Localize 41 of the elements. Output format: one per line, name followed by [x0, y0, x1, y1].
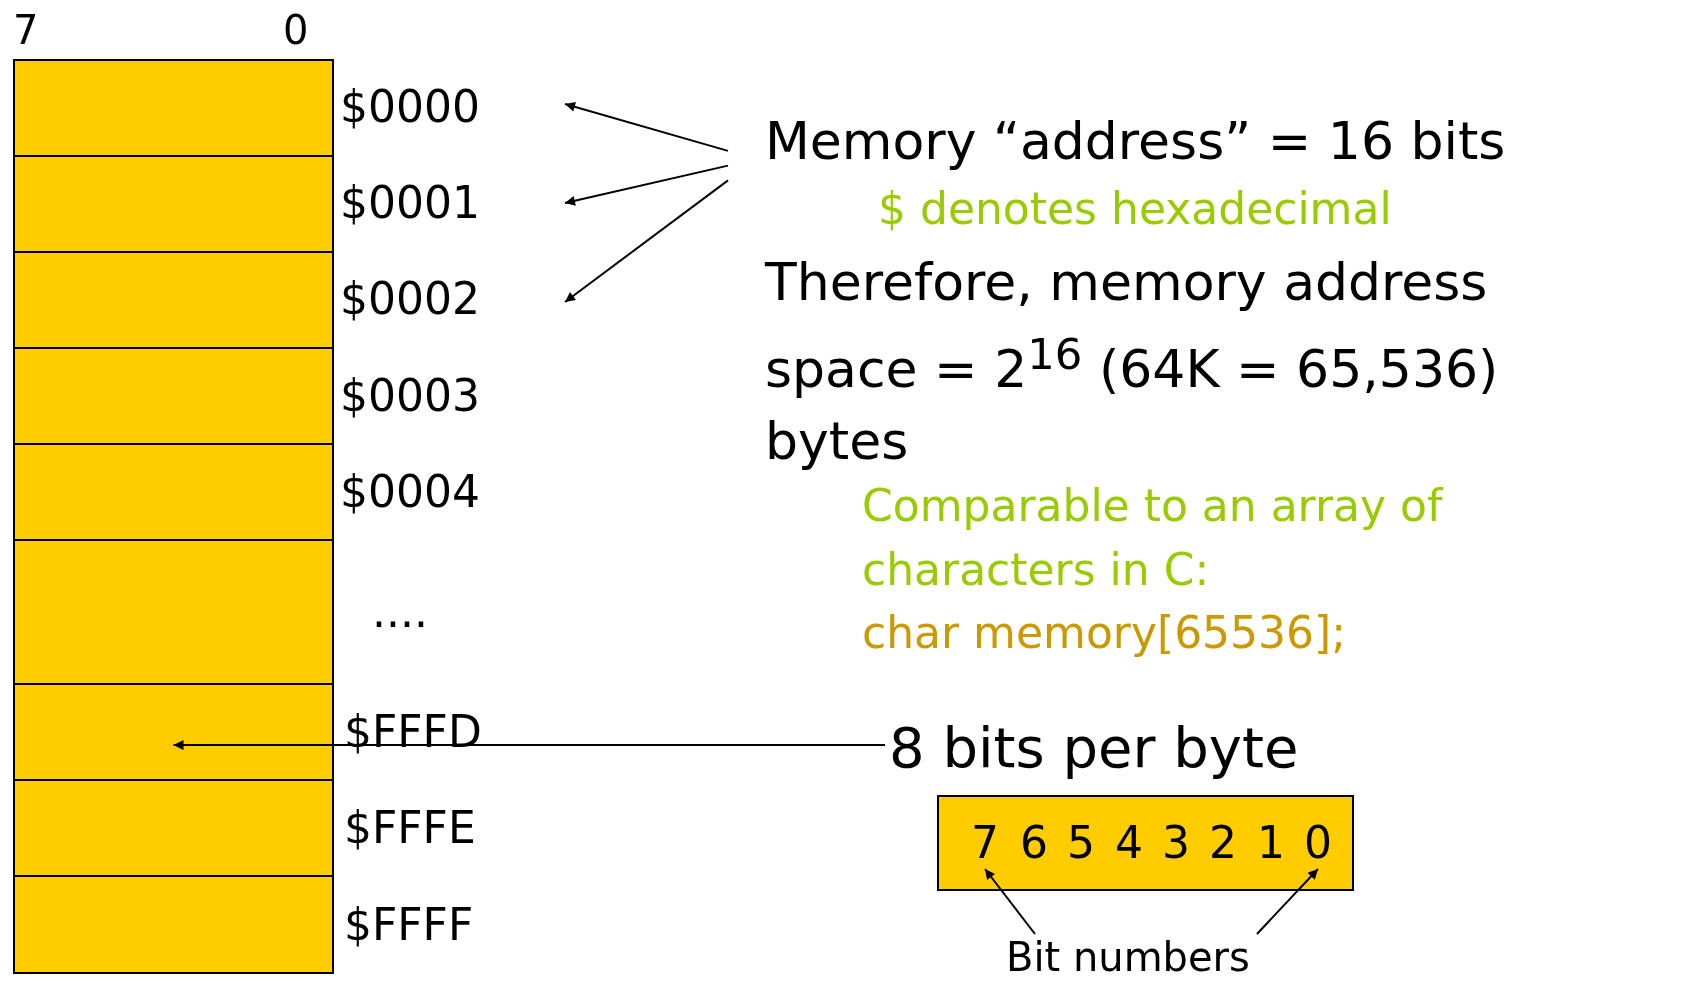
bit-number: 6 [1017, 817, 1051, 869]
arrow [984, 868, 1036, 935]
arrow [172, 740, 886, 751]
address-label: $FFFF [344, 897, 474, 952]
bit-number: 0 [1301, 817, 1335, 869]
address-label: $0000 [340, 77, 565, 137]
address-label: $0002 [340, 269, 565, 329]
bit-number: 2 [1206, 817, 1240, 869]
memory-cell [13, 155, 334, 253]
arrow [1256, 868, 1319, 935]
memory-cell [13, 443, 334, 541]
arrow [564, 179, 729, 303]
bit-number: 7 [968, 817, 1002, 869]
bit-number: 5 [1064, 817, 1098, 869]
bit-number: 4 [1112, 817, 1146, 869]
memory-cell [13, 251, 334, 349]
code-text: char memory[65536]; [862, 606, 1347, 660]
address-label: $0003 [340, 369, 480, 423]
note-text: Comparable to an array of characters in C: [862, 479, 1445, 597]
bit-index-label: 7 [13, 6, 39, 55]
note-text: $ denotes hexadecimal [878, 182, 1392, 236]
memory-cell [13, 347, 334, 445]
memory-cell [13, 875, 334, 974]
memory-cell [13, 779, 334, 877]
address-label: $FFFE [344, 801, 476, 855]
memory-cell [13, 59, 334, 157]
text-label: 8 bits per byte [885, 712, 1365, 784]
address-label: .... [372, 585, 428, 639]
bit-index-label: 0 [283, 6, 309, 55]
memory-cell [13, 539, 334, 685]
bit-number: 1 [1254, 817, 1288, 869]
text-label: Therefore, memory address space = 2$^{16}$ (64K = 65,536) bytes [765, 251, 1500, 474]
arrow [564, 164, 729, 206]
text-label: Memory “address” = 16 bits [728, 100, 1648, 182]
byte-box [937, 795, 1354, 891]
text-label: Bit numbers [1002, 934, 1302, 980]
address-label: $0001 [340, 173, 565, 233]
memory-cell [13, 683, 334, 781]
arrow [564, 101, 729, 152]
bit-number: 3 [1159, 817, 1193, 869]
address-label: $0004 [340, 465, 480, 519]
